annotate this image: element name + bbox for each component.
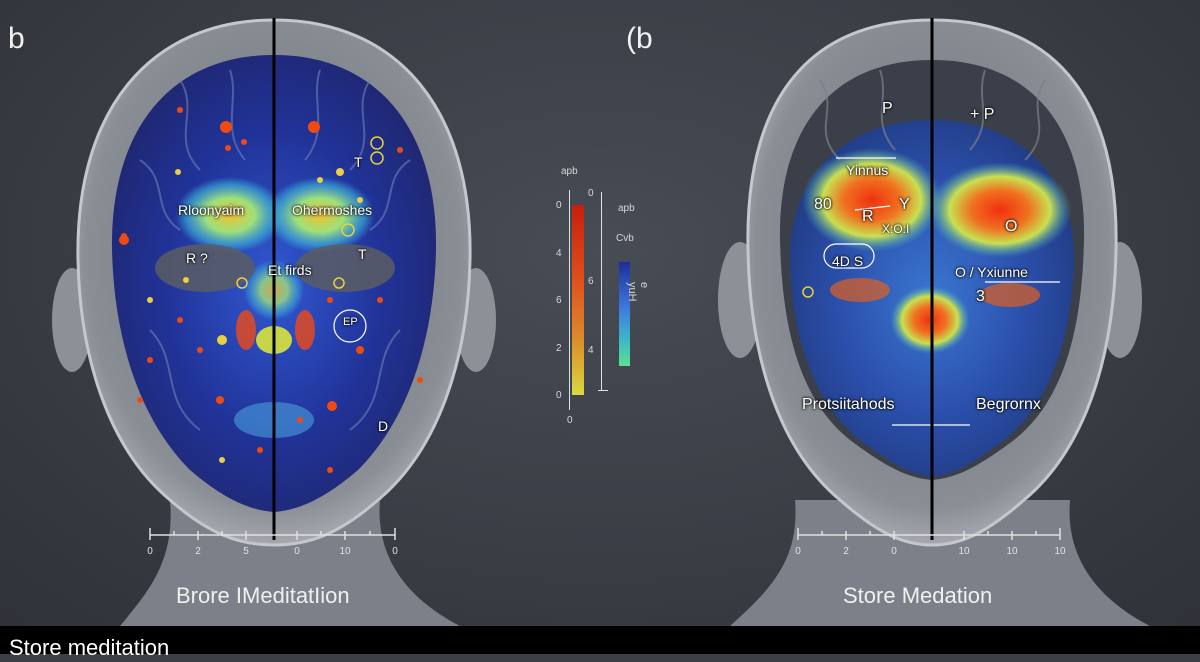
region-label: R ?	[186, 250, 208, 266]
warm-bottom-label: 0	[567, 415, 573, 426]
head-scan-right-graphic	[718, 18, 1150, 626]
region-label: 80	[814, 196, 832, 213]
scale-tick-label: 0	[392, 546, 398, 557]
scale-tick-label: 2	[195, 546, 201, 557]
scale-tick-label: 10	[1006, 546, 1018, 557]
middle-tick: 4	[588, 345, 594, 356]
warm-tick: 0	[556, 200, 562, 211]
region-label: EP	[343, 316, 358, 328]
warm-tick: 4	[556, 248, 562, 259]
region-label: Et firds	[268, 262, 312, 278]
region-label: X:O:I	[882, 222, 910, 236]
warm-colorbar	[572, 205, 584, 395]
side-label: Cvb	[616, 233, 634, 244]
head-figure-left: Rloonyaim Ohermoshes R ? T T Et firds EP…	[0, 0, 600, 626]
colorbar-title: apb	[561, 166, 578, 177]
region-label: 3	[976, 288, 985, 305]
region-label: D	[378, 418, 389, 434]
scale-tick-label: 10	[958, 546, 970, 557]
middle-tick: 6	[588, 276, 594, 287]
head-figure-right: P + P Yinnus 80 Y R X:O:I 4D S O O / Yxi…	[718, 18, 1150, 626]
footer-caption: Store meditation	[9, 635, 170, 660]
scale-tick-label: 0	[795, 546, 801, 557]
region-label: O	[1005, 218, 1018, 235]
region-label: 4D S	[832, 253, 864, 269]
panel-letter-right: (b	[626, 22, 653, 55]
region-label: Yinnus	[846, 162, 889, 178]
warm-colorbar-axis	[569, 190, 570, 410]
scale-tick-label: 2	[843, 546, 849, 557]
panel-caption-left: Brore IMeditatIion	[176, 583, 350, 608]
scale-tick-label: 0	[294, 546, 300, 557]
middle-axis-cap	[598, 390, 608, 391]
scale-tick-label: 5	[243, 546, 249, 557]
region-label: O / Yxiunne	[955, 264, 1028, 280]
scale-tick-label: 0	[147, 546, 153, 557]
footer-bar: Store meditation	[0, 626, 1200, 660]
region-label: Protsiitahods	[802, 396, 895, 413]
side-label: apb	[618, 203, 635, 214]
region-label: R	[862, 208, 874, 225]
region-label: + P	[970, 106, 995, 123]
region-label: T	[358, 246, 367, 262]
warm-tick: 0	[556, 390, 562, 401]
scale-tick-label: 10	[339, 546, 351, 557]
region-label: Y	[899, 196, 910, 213]
region-label: Ohermoshes	[292, 202, 373, 218]
region-label: Begrornx	[976, 396, 1041, 413]
warm-tick: 2	[556, 343, 562, 354]
warm-tick: 6	[556, 295, 562, 306]
panel-caption-right: Store Medation	[843, 583, 993, 608]
panel-letter-left: b	[8, 22, 25, 55]
region-label: Rloonyaim	[178, 202, 245, 218]
region-label: T	[354, 154, 363, 170]
region-label: P	[882, 100, 893, 117]
cool-colorbar	[619, 262, 630, 366]
colorbar-group: apb 0 4 6 2 0 0 0 6 4 apb Cvb e yuH	[540, 160, 660, 440]
scale-tick-label: 0	[891, 546, 897, 557]
middle-tick: 0	[588, 188, 594, 199]
middle-axis	[601, 192, 602, 390]
figure-canvas: b	[0, 0, 1200, 626]
scale-tick-label: 10	[1054, 546, 1066, 557]
head-scan-left-graphic	[52, 18, 496, 626]
cool-colorbar-label: e yuH	[626, 282, 650, 302]
